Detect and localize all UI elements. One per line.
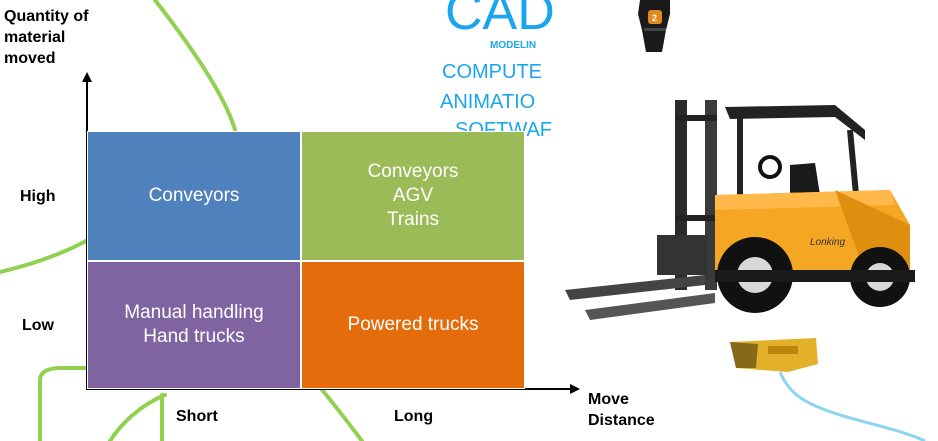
forklift-brand: Lonking — [810, 237, 845, 248]
cell-low-long: Powered trucks — [301, 261, 525, 389]
y-axis-title: Quantity of material moved — [4, 8, 89, 67]
cad-line-animation: ANIMATIO — [440, 91, 536, 113]
col-label-long: Long — [394, 408, 434, 425]
cell-high-long: Conveyors AGV Trains — [301, 131, 525, 261]
x-axis-title: Move Distance — [588, 391, 655, 429]
cell-low-short: Manual handling Hand trucks — [87, 261, 301, 389]
cad-graphic: CAD MODELIN COMPUTE ANIMATIO SOFTWAF — [420, 0, 563, 148]
cad-title: CAD — [445, 0, 555, 41]
row-label-low: Low — [22, 317, 54, 334]
robot-arm-image: 2 — [638, 0, 670, 52]
cad-line-modeling: MODELIN — [490, 40, 537, 51]
cell-high-short: Conveyors — [87, 131, 301, 261]
cad-line-computer: COMPUTE — [442, 61, 542, 83]
col-label-short: Short — [176, 408, 218, 425]
svg-text:2: 2 — [652, 13, 657, 23]
machine-fragment-image — [730, 338, 818, 372]
row-label-high: High — [20, 188, 56, 205]
forklift-image: Lonking — [565, 100, 915, 320]
